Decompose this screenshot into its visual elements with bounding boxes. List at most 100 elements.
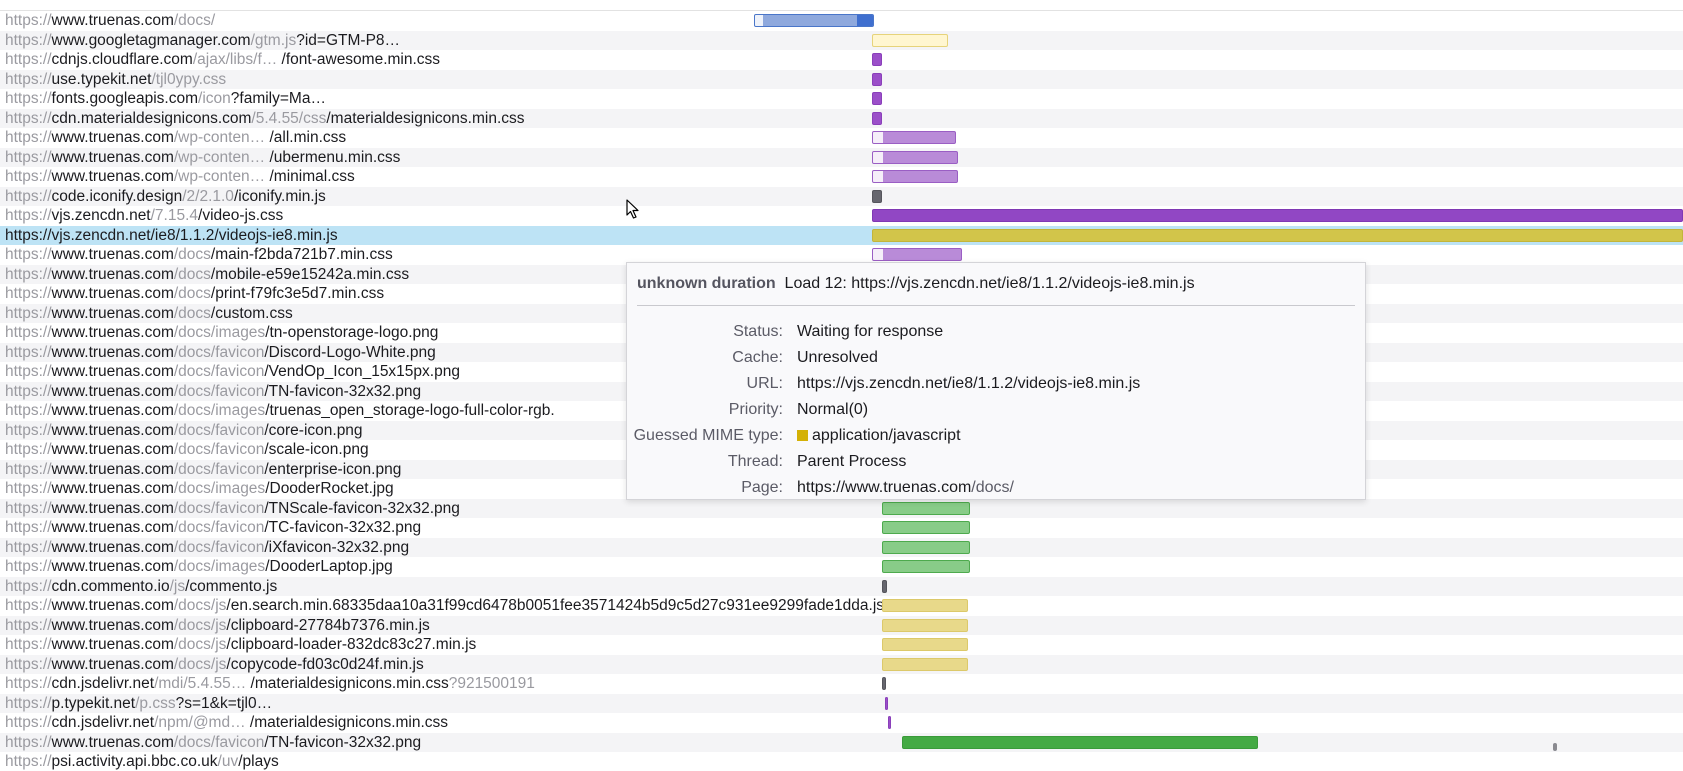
request-row[interactable]: https://p.typekit.net/p.css?s=1&k=tjl0… (0, 693, 1683, 713)
timing-bar[interactable] (872, 228, 1683, 242)
timing-bar-receive (857, 15, 873, 26)
timing-bar[interactable] (882, 560, 970, 573)
request-row[interactable]: https://fonts.googleapis.com/icon?family… (0, 89, 1683, 108)
url-path: /docs/favicon (173, 421, 265, 439)
request-row[interactable]: https://www.truenas.com/docs/main-f2bda7… (0, 245, 1683, 264)
url-host: www.truenas.com (51, 558, 174, 575)
tooltip-field: Thread:Parent Process (627, 451, 1365, 473)
request-row[interactable]: https://vjs.zencdn.net/ie8/1.1.2/videojs… (0, 225, 1683, 245)
request-row[interactable]: https://www.truenas.com/wp-conten… /all.… (0, 128, 1683, 147)
url-protocol: https:// (5, 226, 52, 244)
url-path: /5.4.55/css (251, 109, 327, 127)
timing-bar[interactable] (882, 579, 887, 593)
url-path: /docs/favicon (173, 519, 265, 536)
request-row[interactable]: https://use.typekit.net/tjl0ypy.css (0, 69, 1683, 89)
url-path: /docs/favicon (173, 733, 265, 751)
url-filename: /iXfavicon-32x32.png (264, 538, 410, 556)
timing-bar[interactable] (754, 14, 874, 27)
request-url: https://psi.activity.api.bbc.co.uk/uv/pl… (5, 752, 279, 771)
timing-bar[interactable] (882, 540, 970, 554)
url-protocol: https:// (5, 558, 52, 575)
request-row[interactable]: https://psi.activity.api.bbc.co.uk/uv/pl… (0, 752, 1683, 771)
tooltip-field: Cache:Unresolved (627, 347, 1365, 369)
timing-bar[interactable] (872, 53, 882, 66)
timing-bar[interactable] (872, 189, 882, 203)
url-filename: /TC-favicon-32x32.png (264, 519, 422, 536)
timing-bar[interactable] (882, 618, 968, 632)
url-host: cdn.jsdelivr.net (51, 675, 155, 692)
request-row[interactable]: https://www.truenas.com/wp-conten… /mini… (0, 167, 1683, 186)
url-host: vjs.zencdn.net (51, 226, 151, 244)
timing-bar[interactable] (882, 677, 886, 690)
url-protocol: https:// (5, 12, 52, 29)
tooltip-field: URL:https://vjs.zencdn.net/ie8/1.1.2/vid… (627, 373, 1365, 395)
timing-bar[interactable] (872, 72, 882, 86)
timing-bar[interactable] (888, 716, 891, 729)
request-url: https://www.truenas.com/docs/favicon/Ven… (5, 362, 460, 381)
url-filename: /print-f79fc3e5d7.min.css (210, 285, 385, 302)
request-row[interactable]: https://www.truenas.com/docs/favicon/TN-… (0, 732, 1683, 752)
url-path: /docs/favicon (173, 538, 265, 556)
request-row[interactable]: https://vjs.zencdn.net/7.15.4/video-js.c… (0, 206, 1683, 225)
request-url: https://www.truenas.com/docs/favicon/sca… (5, 440, 369, 459)
timing-bar[interactable] (872, 33, 948, 47)
url-host: www.truenas.com (51, 519, 174, 536)
request-row[interactable]: https://cdn.jsdelivr.net/npm/@md… /mater… (0, 713, 1683, 732)
scrollbar-thumb[interactable] (1553, 743, 1557, 751)
request-row[interactable]: https://www.truenas.com/docs/favicon/iXf… (0, 537, 1683, 557)
timing-bar[interactable] (872, 92, 882, 105)
url-protocol: https:// (5, 538, 52, 556)
timing-bar[interactable] (885, 696, 888, 710)
url-filename: /main-f2bda721b7.min.css (210, 246, 393, 263)
tooltip-field: Priority:Normal(0) (627, 399, 1365, 421)
timing-bar[interactable] (872, 170, 958, 183)
url-filename: /clipboard-loader-832dc83c27.min.js (226, 636, 477, 653)
url-protocol: https:// (5, 285, 52, 302)
timing-bar[interactable] (872, 209, 1683, 222)
request-row[interactable]: https://www.truenas.com/docs/images/Dood… (0, 557, 1683, 576)
url-path: /docs (173, 285, 211, 302)
request-row[interactable]: https://www.truenas.com/docs/favicon/TC-… (0, 518, 1683, 537)
request-row[interactable]: https://www.truenas.com/docs/ (0, 11, 1683, 30)
request-row[interactable]: https://code.iconify.design/2/2.1.0/icon… (0, 186, 1683, 206)
timing-bar[interactable] (872, 131, 956, 144)
request-row[interactable]: https://www.truenas.com/wp-conten… /uber… (0, 147, 1683, 167)
url-protocol: https:// (5, 402, 52, 419)
tooltip-field-label: Status: (733, 323, 783, 340)
url-host: www.truenas.com (51, 733, 174, 751)
request-url: https://cdn.materialdesignicons.com/5.4.… (5, 109, 525, 128)
timing-bar[interactable] (902, 735, 1258, 749)
url-filename: /copycode-fd03c0d24f.min.js (226, 655, 424, 673)
timing-bar[interactable] (882, 521, 970, 534)
timing-bar[interactable] (882, 657, 968, 671)
url-path: /2/2.1.0 (182, 187, 234, 205)
timing-bar[interactable] (882, 638, 968, 651)
url-protocol: https:// (5, 421, 52, 439)
url-host: www.truenas.com (51, 616, 174, 634)
tooltip-field-value: Unresolved (797, 347, 878, 369)
url-protocol: https:// (5, 460, 52, 478)
request-row[interactable]: https://www.truenas.com/docs/js/copycode… (0, 654, 1683, 674)
request-row[interactable]: https://cdn.commento.io/js/commento.js (0, 576, 1683, 596)
timing-bar[interactable] (872, 111, 882, 125)
request-row[interactable]: https://www.googletagmanager.com/gtm.js?… (0, 30, 1683, 50)
url-filename: ?id=GTM-P8… (296, 31, 401, 49)
url-filename: /plays (238, 753, 279, 770)
request-row[interactable]: https://cdnjs.cloudflare.com/ajax/libs/f… (0, 50, 1683, 69)
request-row[interactable]: https://www.truenas.com/docs/favicon/TNS… (0, 498, 1683, 518)
request-row[interactable]: https://cdn.jsdelivr.net/mdi/5.4.55… /ma… (0, 674, 1683, 693)
request-url: https://www.truenas.com/docs/favicon/Dis… (5, 343, 436, 362)
url-path: /docs/js (173, 616, 227, 634)
timing-bar[interactable] (882, 501, 970, 515)
request-row[interactable]: https://cdn.materialdesignicons.com/5.4.… (0, 108, 1683, 128)
url-path: /docs/favicon (173, 363, 265, 380)
request-row[interactable]: https://www.truenas.com/docs/js/clipboar… (0, 615, 1683, 635)
timing-bar[interactable] (872, 248, 962, 261)
request-row[interactable]: https://www.truenas.com/docs/images/true… (0, 401, 1683, 420)
timing-bar[interactable] (882, 599, 968, 612)
request-url: https://www.truenas.com/docs/js/clipboar… (5, 616, 430, 635)
timing-bar[interactable] (872, 150, 958, 164)
url-protocol: https:// (5, 343, 52, 361)
request-row[interactable]: https://www.truenas.com/docs/js/en.searc… (0, 596, 1683, 615)
request-row[interactable]: https://www.truenas.com/docs/js/clipboar… (0, 635, 1683, 654)
